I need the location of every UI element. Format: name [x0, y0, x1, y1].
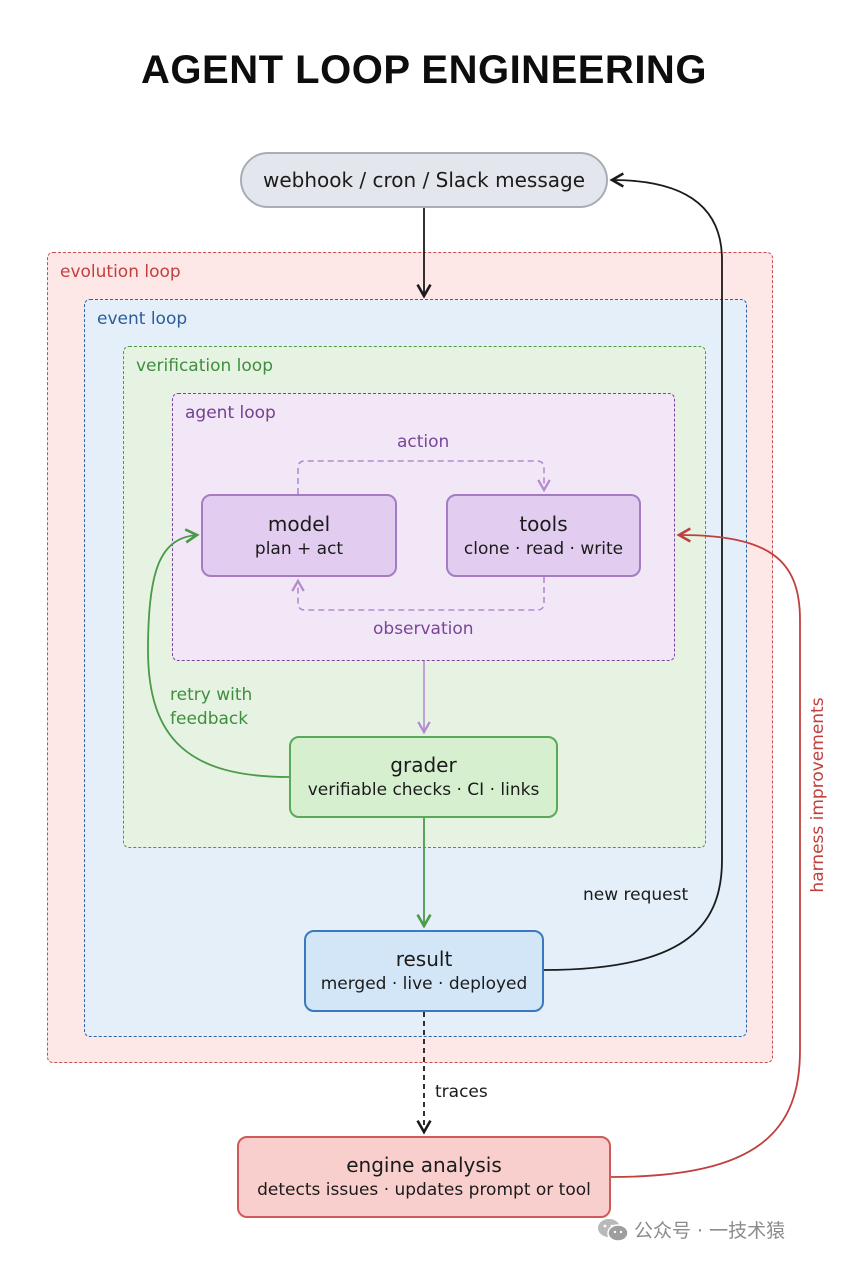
agent-loop-label: agent loop — [185, 403, 276, 423]
model-node: model plan + act — [201, 494, 397, 577]
arrow-harness-improvements — [610, 527, 801, 1178]
tools-title: tools — [519, 511, 568, 536]
observation-label: observation — [373, 619, 474, 639]
wechat-icon — [598, 1218, 629, 1242]
new-request-label: new request — [583, 885, 689, 905]
arrow-action — [297, 460, 551, 494]
trigger-title: webhook / cron / Slack message — [262, 168, 585, 192]
result-subtitle: merged · live · deployed — [320, 974, 528, 994]
grader-title: grader — [390, 753, 457, 777]
engine-title: engine analysis — [346, 1153, 502, 1177]
arrow-retry-feedback — [147, 528, 290, 778]
evolution-loop-label: evolution loop — [60, 262, 181, 282]
retry-label-line-1: retry with — [170, 685, 253, 705]
grader-node: grader verifiable checks · CI · links — [289, 736, 558, 818]
tools-subtitle: clone · read · write — [463, 538, 624, 559]
arrow-observation — [291, 577, 545, 611]
model-subtitle: plan + act — [254, 538, 344, 559]
watermark: 公众号 · 一技术猿 — [596, 1216, 785, 1243]
engine-subtitle: detects issues · updates prompt or tool — [257, 1180, 591, 1200]
watermark-text: 公众号 · 一技术猿 — [634, 1220, 786, 1242]
tools-node: tools clone · read · write — [446, 494, 641, 577]
engine-analysis-node: engine analysis detects issues · updates… — [237, 1136, 611, 1218]
harness-improvements-label: harness improvements — [808, 697, 828, 893]
page-title: AGENT LOOP ENGINEERING — [141, 48, 707, 92]
retry-feedback-label: retry with feedback — [170, 683, 252, 731]
action-label: action — [397, 432, 450, 452]
model-title: model — [267, 511, 331, 536]
arrow-new-request — [543, 172, 723, 971]
trigger-node: webhook / cron / Slack message — [240, 152, 608, 208]
verification-loop-label: verification loop — [136, 356, 273, 376]
event-loop-label: event loop — [97, 309, 188, 329]
traces-label: traces — [435, 1082, 488, 1102]
result-node: result merged · live · deployed — [304, 930, 544, 1012]
retry-label-line-2: feedback — [170, 709, 249, 729]
grader-subtitle: verifiable checks · CI · links — [307, 780, 540, 800]
result-title: result — [395, 947, 453, 971]
